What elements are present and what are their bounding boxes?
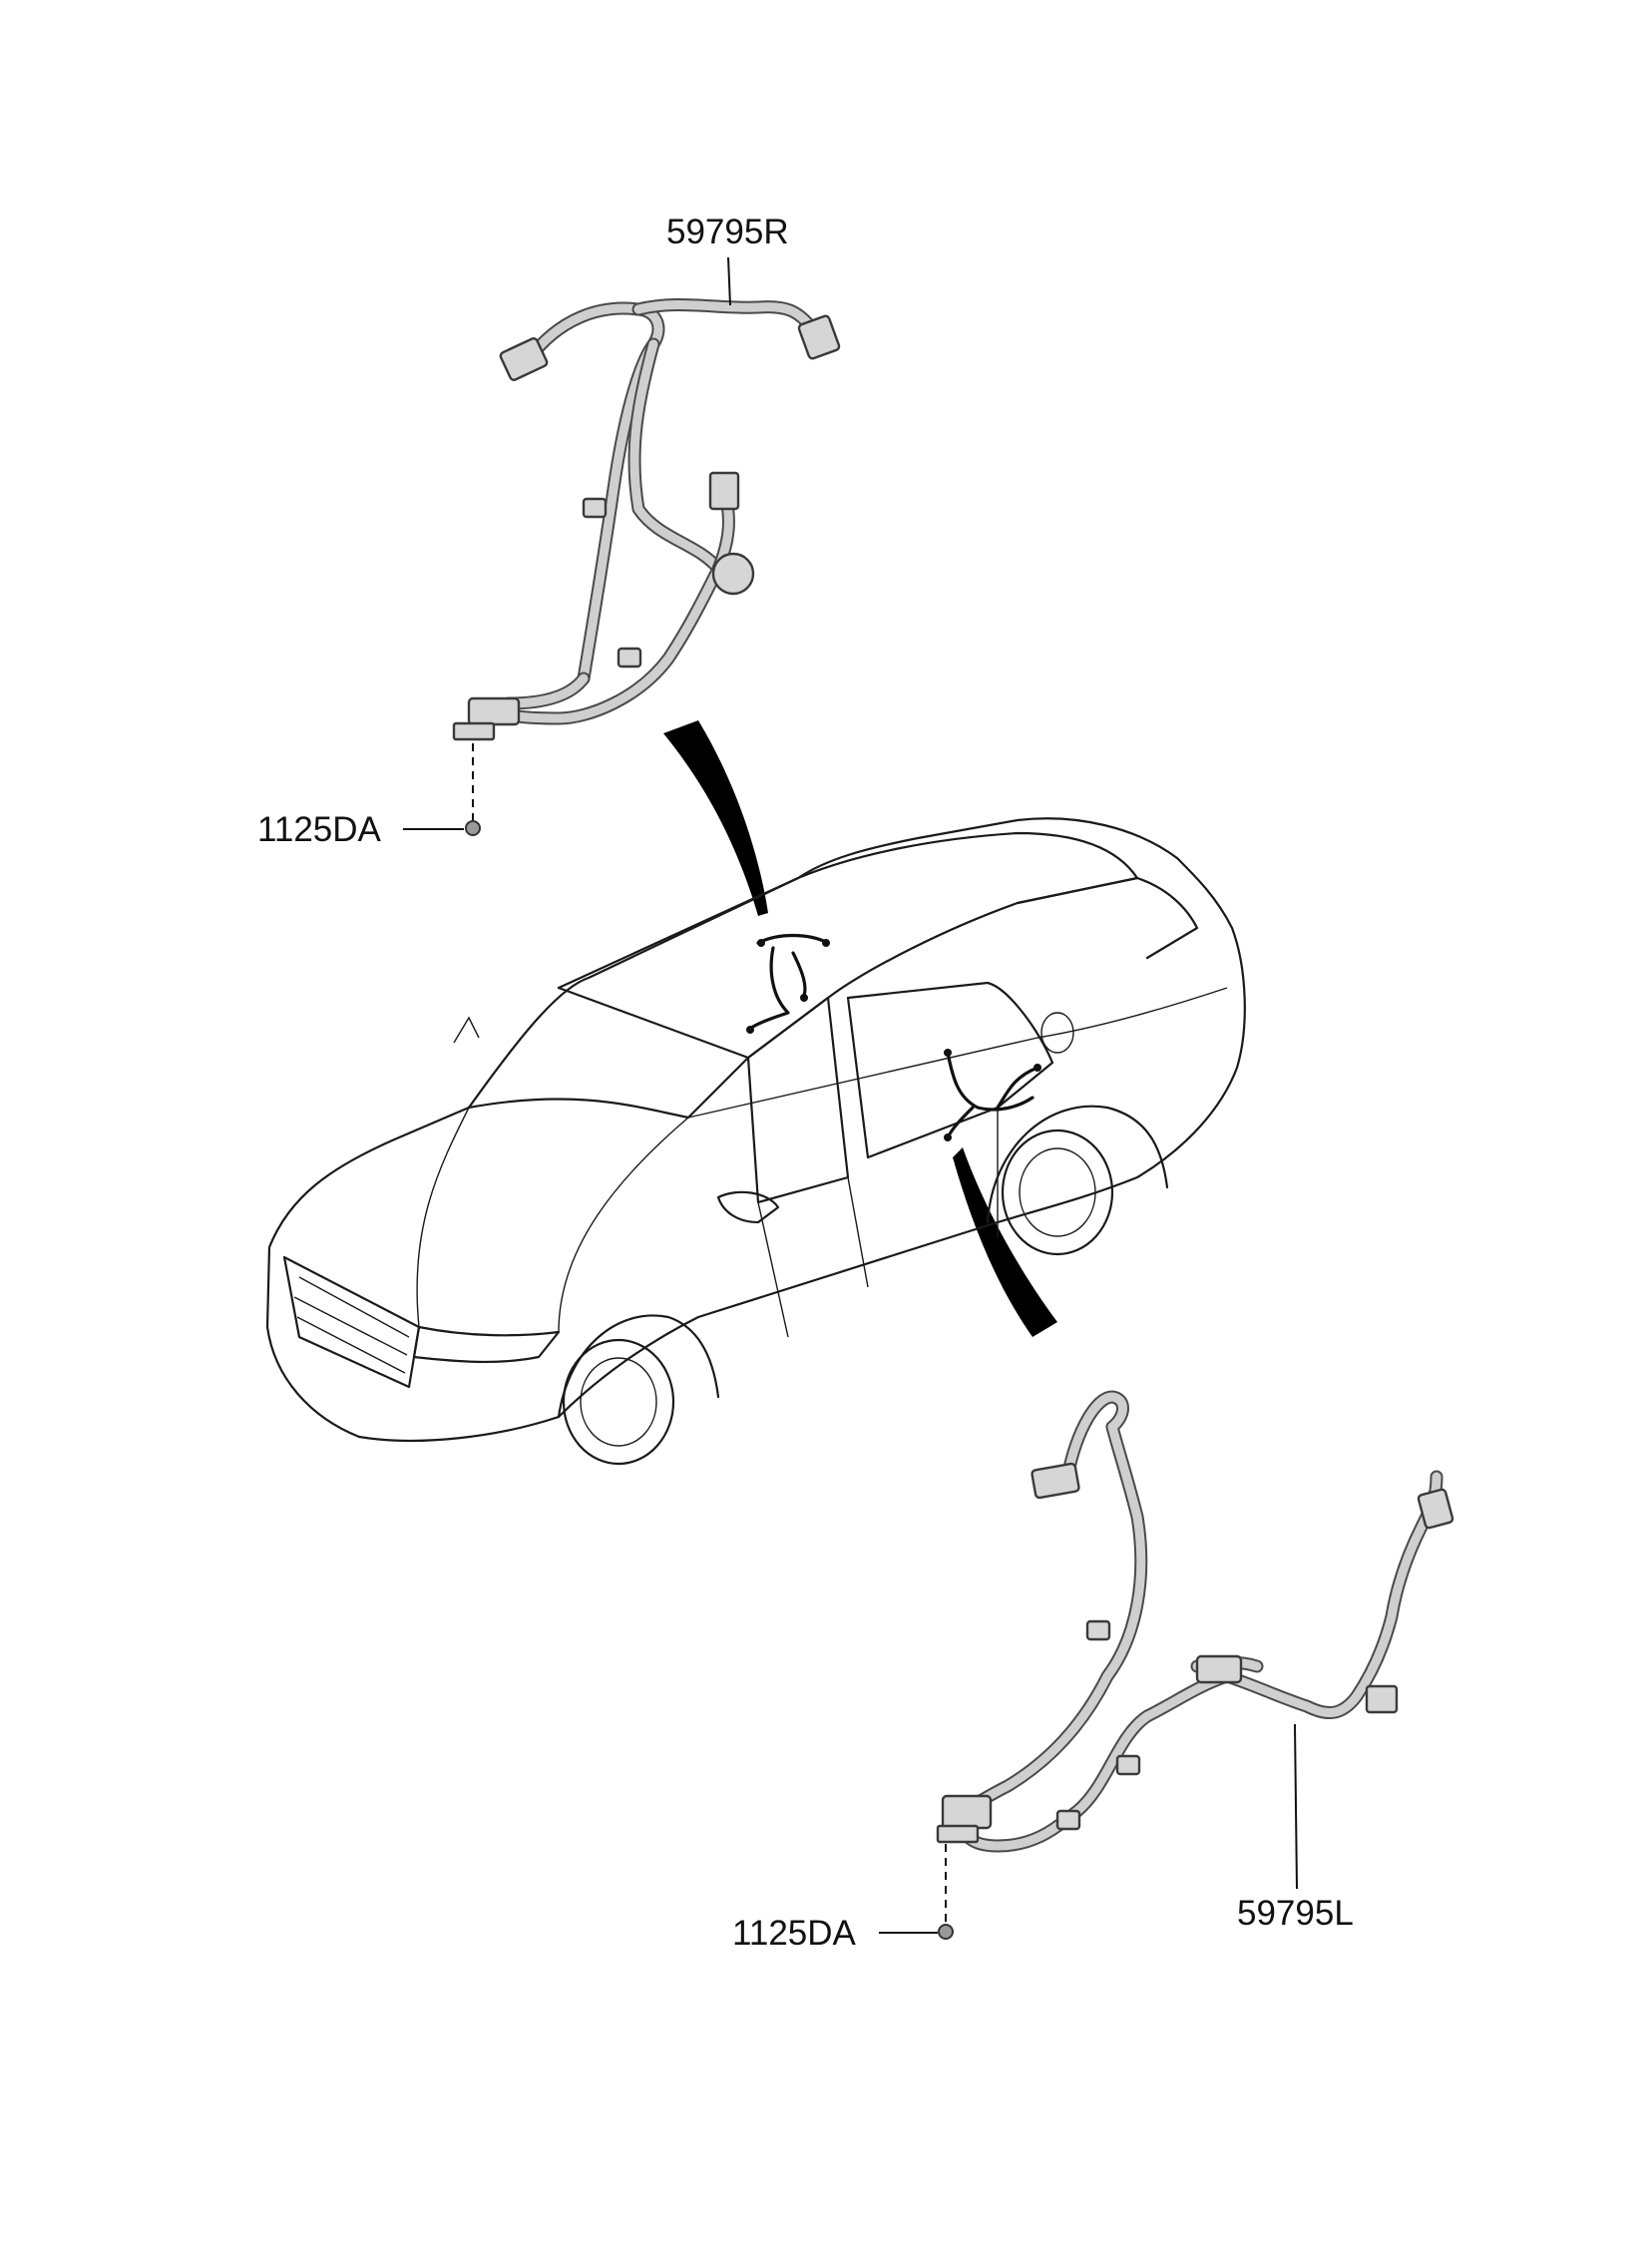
leader-59795r [727, 256, 731, 306]
bolt-bottom [938, 1844, 954, 1940]
car-illustration [265, 817, 1246, 1466]
harness-59795l [936, 1390, 1454, 1853]
pointer-arrow-bottom [953, 1147, 1057, 1337]
label-59795l: 59795L [1237, 1894, 1354, 1933]
label-1125da-bottom: 1125DA [732, 1914, 857, 1953]
pointer-arrow-top [663, 720, 768, 916]
label-59795r: 59795R [666, 213, 789, 251]
harness-59795r [452, 297, 841, 741]
label-1125da-top: 1125DA [257, 810, 382, 849]
bolt-top [465, 743, 481, 836]
leader-59795l [1294, 1723, 1298, 1890]
